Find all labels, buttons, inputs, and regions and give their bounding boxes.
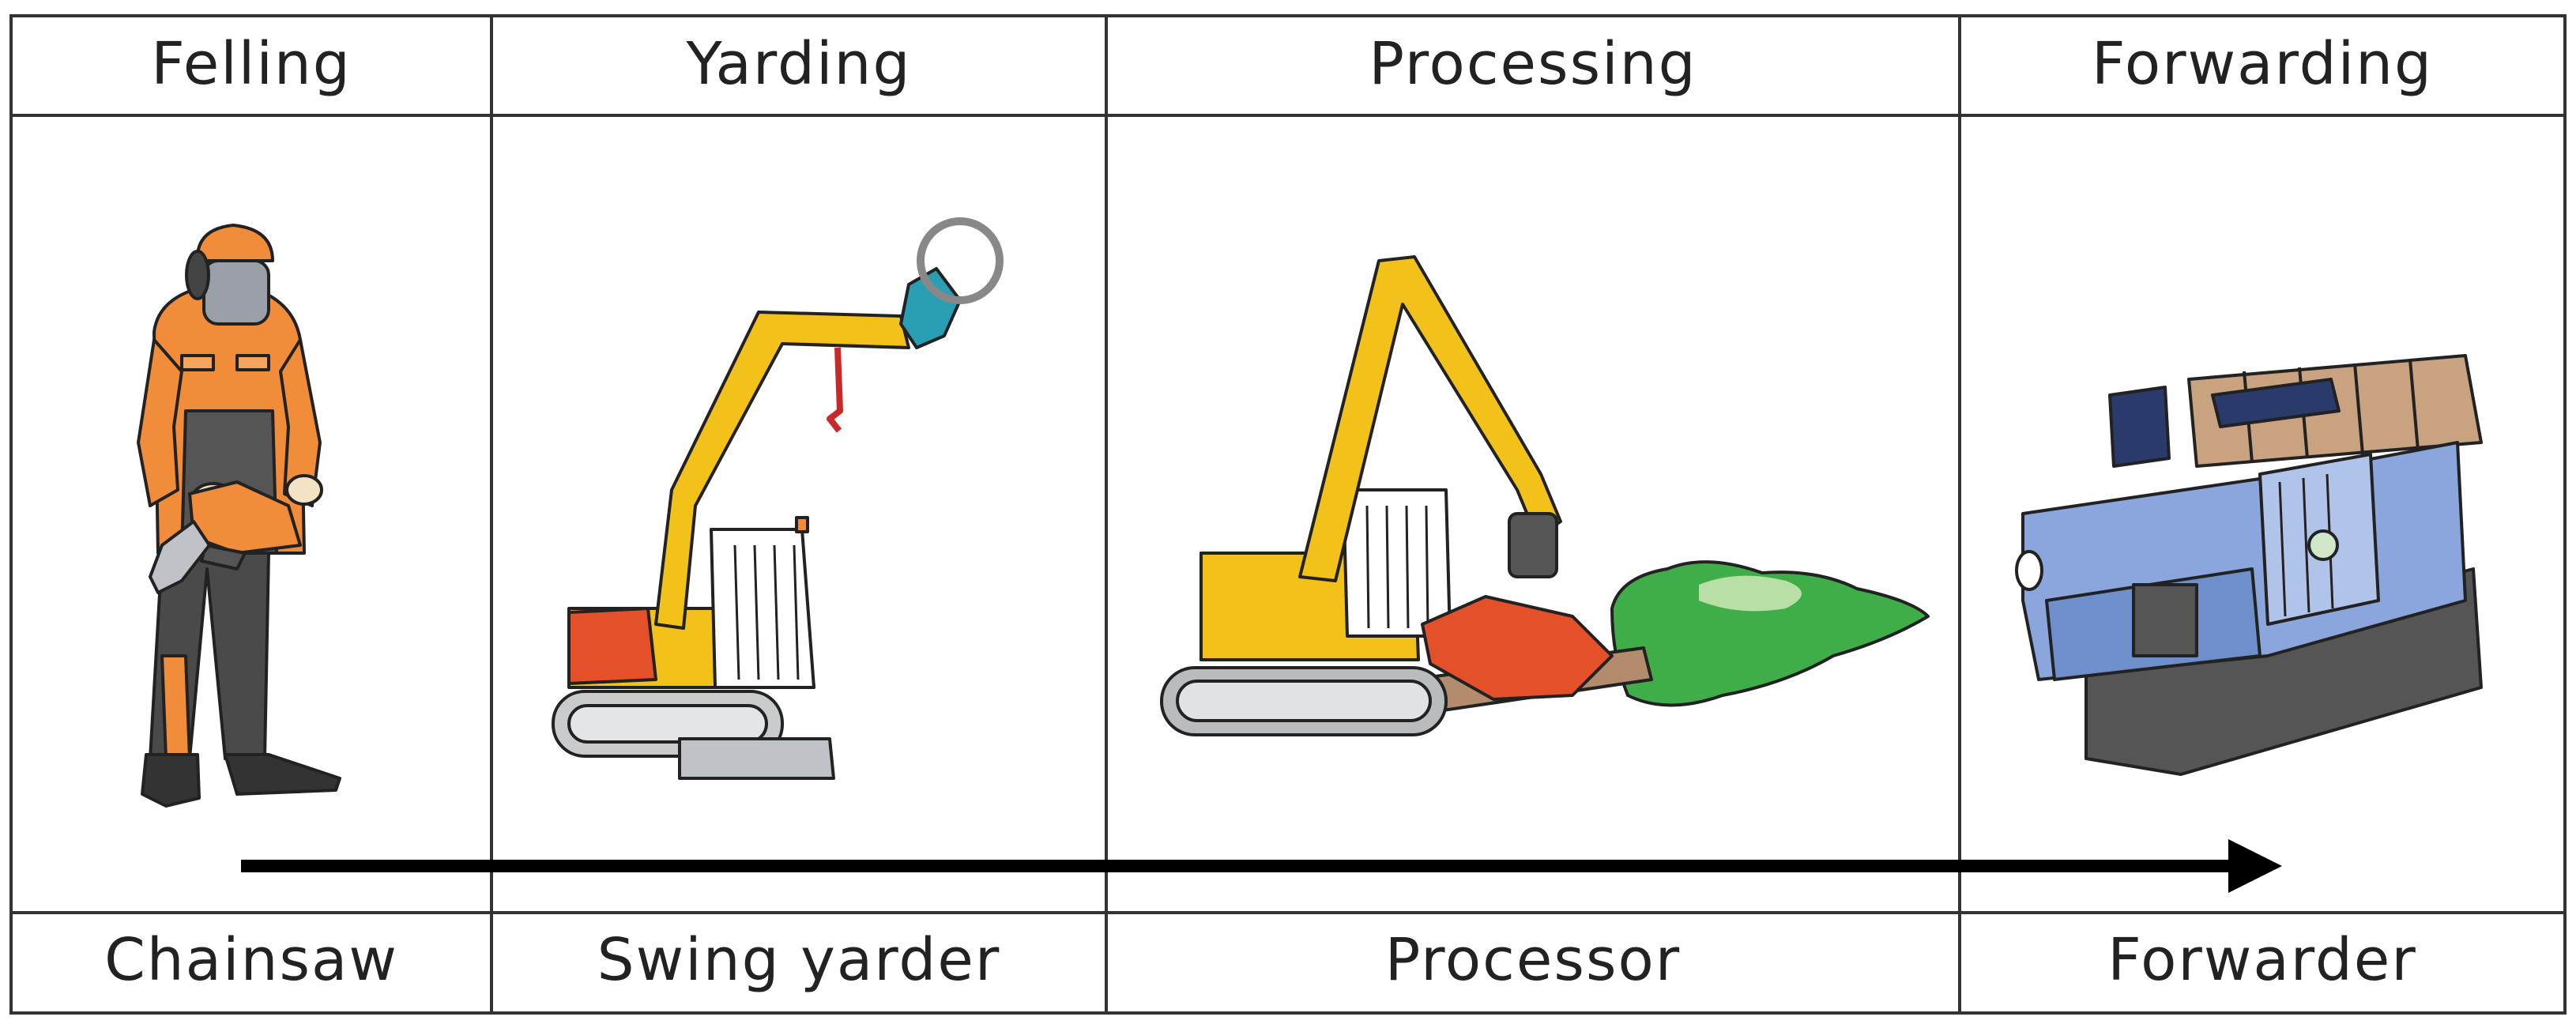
swing-yarder-icon — [552, 217, 1004, 780]
processor-icon — [1160, 255, 1930, 736]
operation-label-processing: Processing — [1369, 30, 1697, 98]
machine-label-processor: Processor — [1385, 926, 1681, 994]
operation-label-felling: Felling — [151, 30, 352, 98]
chainsaw-worker-icon — [137, 224, 341, 808]
forwarder-icon — [2015, 354, 2483, 776]
machine-label-swing-yarder: Swing yarder — [597, 926, 1001, 994]
table-grid — [9, 14, 2567, 1015]
machine-label-forwarder: Forwarder — [2107, 926, 2417, 994]
machine-label-chainsaw: Chainsaw — [104, 926, 398, 994]
operation-label-yarding: Yarding — [686, 30, 912, 98]
process-flow-arrow — [241, 839, 2282, 893]
operation-label-forwarding: Forwarding — [2092, 30, 2433, 98]
table-border — [9, 14, 2567, 1015]
arrow-head — [2228, 839, 2282, 893]
